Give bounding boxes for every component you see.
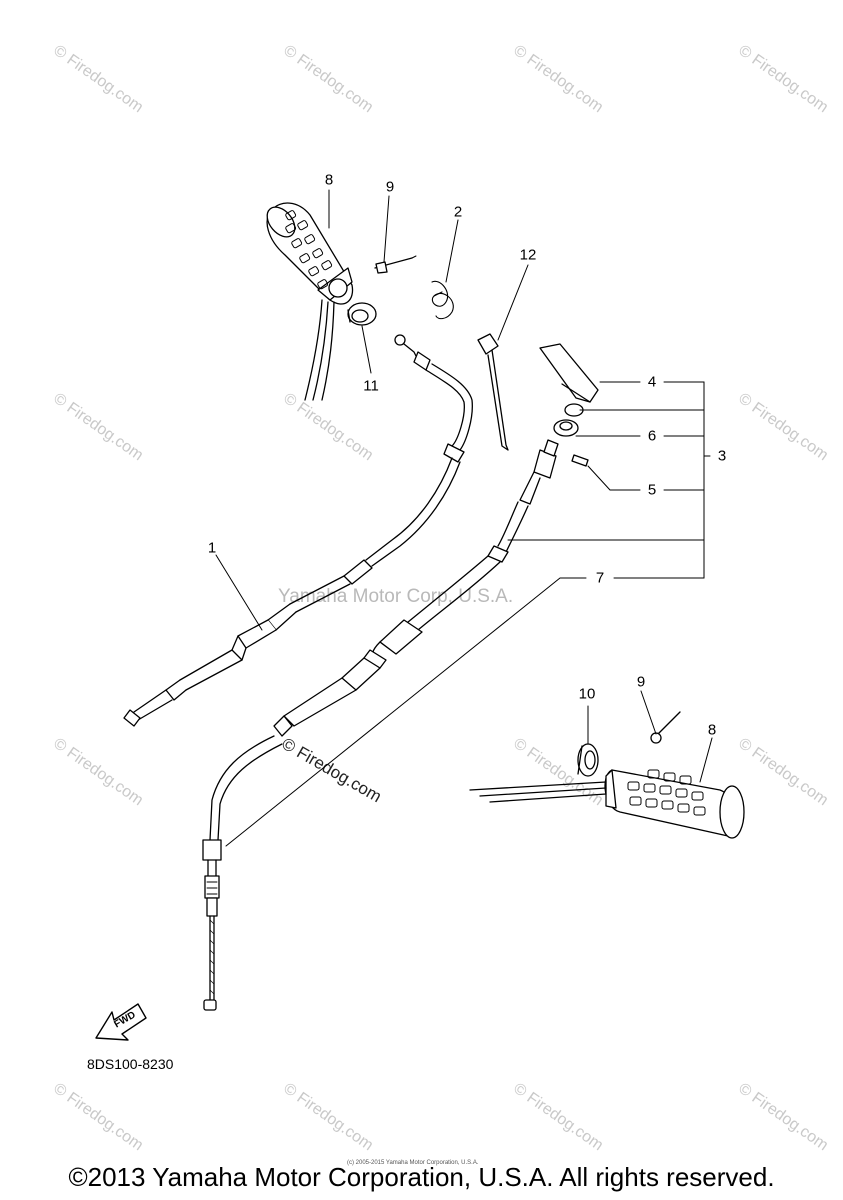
callout-4: 4 bbox=[647, 373, 657, 391]
callout-8: 8 bbox=[324, 171, 334, 189]
callout-10: 10 bbox=[578, 685, 596, 703]
leader-lines bbox=[215, 189, 713, 847]
callout-8b: 8 bbox=[707, 721, 717, 739]
callout-5: 5 bbox=[647, 481, 657, 499]
fwd-arrow-icon bbox=[95, 1003, 147, 1041]
cable-1 bbox=[123, 334, 473, 727]
callout-1: 1 bbox=[207, 539, 217, 557]
left-grip bbox=[266, 202, 354, 401]
callout-2: 2 bbox=[453, 203, 463, 221]
screw-bottom bbox=[650, 711, 681, 744]
throttle-assembly bbox=[519, 343, 599, 505]
copyright-footer: ©2013 Yamaha Motor Corporation, U.S.A. A… bbox=[68, 1162, 775, 1192]
cable-tie-12 bbox=[477, 333, 509, 451]
callout-6: 6 bbox=[647, 427, 657, 445]
tiny-copyright: (c) 2005-2015 Yamaha Motor Corporation, … bbox=[347, 1160, 479, 1166]
cable-7 bbox=[202, 501, 529, 1011]
callout-11: 11 bbox=[363, 377, 379, 395]
callout-3: 3 bbox=[717, 447, 727, 465]
part-code: 8DS100-8230 bbox=[87, 1056, 174, 1072]
right-grip bbox=[469, 769, 745, 839]
collar-10 bbox=[577, 743, 599, 777]
clip-2 bbox=[431, 280, 454, 320]
callout-12: 12 bbox=[519, 246, 537, 264]
callout-9: 9 bbox=[385, 178, 395, 196]
callout-9b: 9 bbox=[636, 673, 646, 691]
callout-7: 7 bbox=[595, 569, 605, 587]
collar-11 bbox=[347, 302, 377, 326]
screw-top bbox=[374, 255, 417, 274]
